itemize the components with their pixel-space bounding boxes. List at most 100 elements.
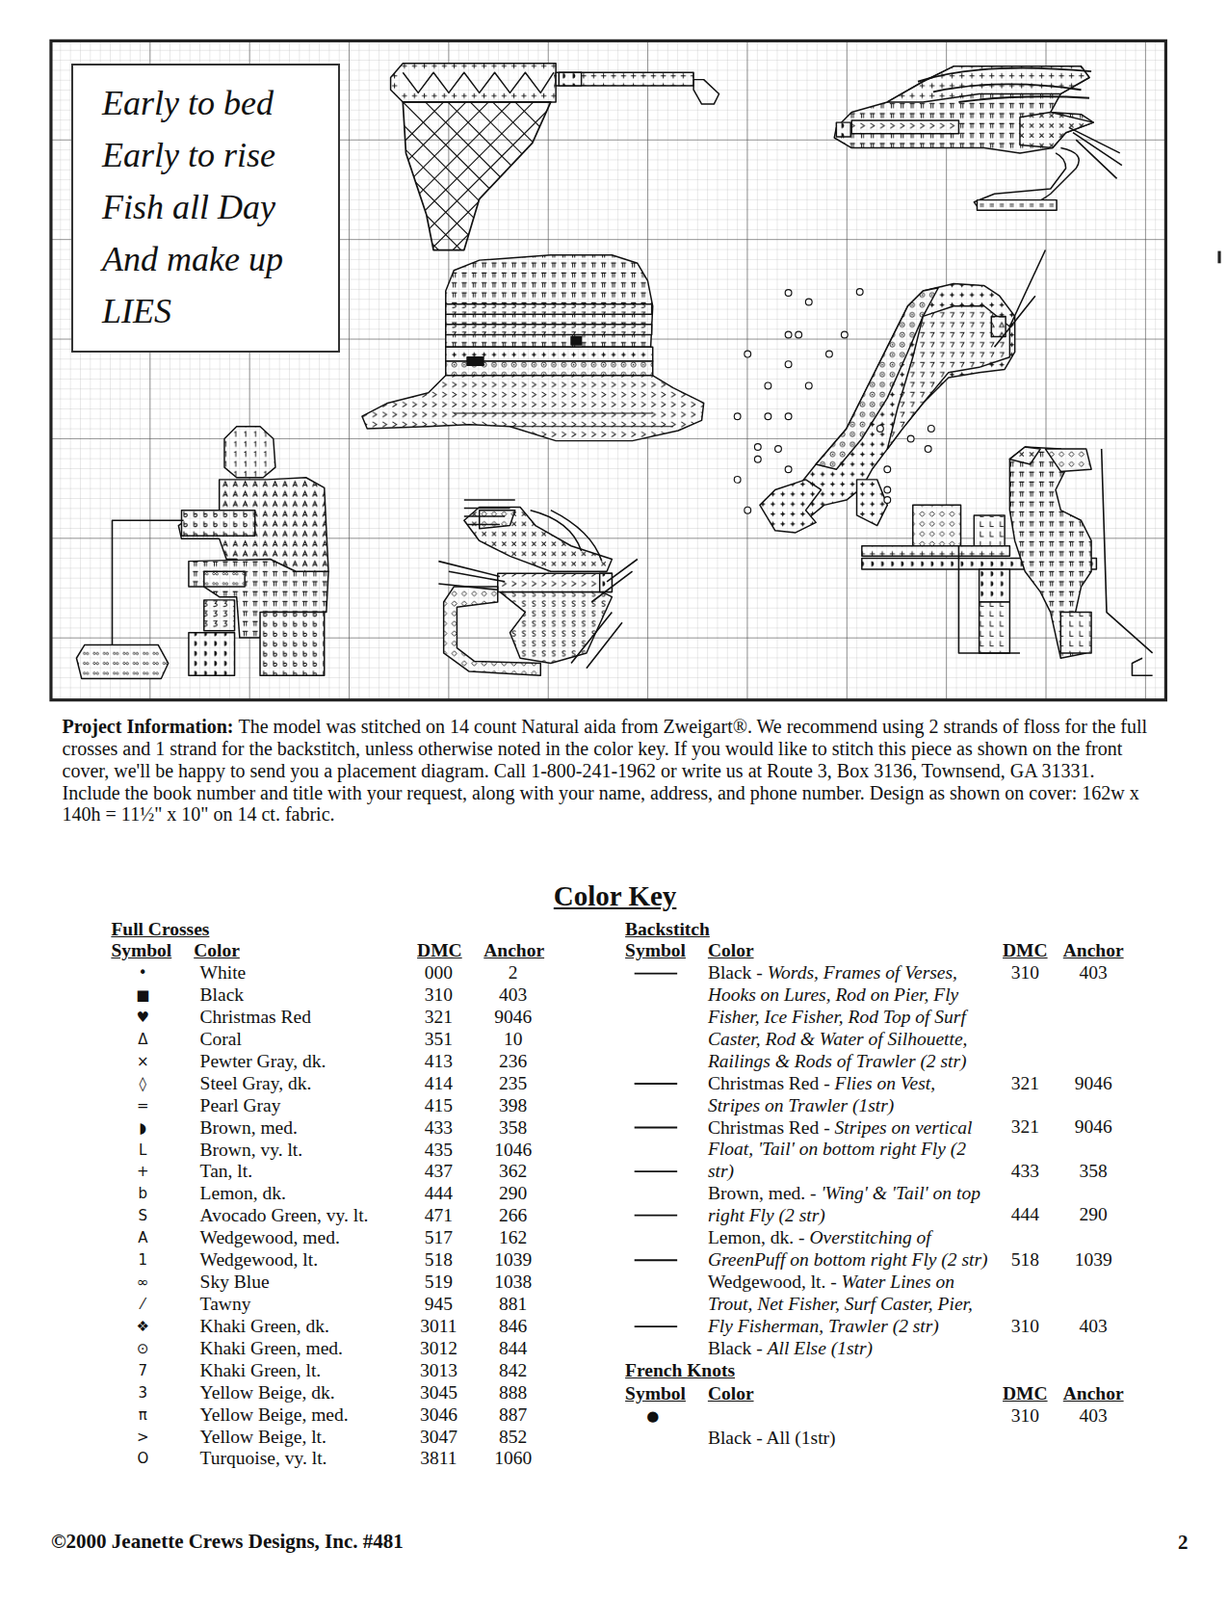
color-name: Sky Blue bbox=[200, 1271, 270, 1294]
key-title: Color Key bbox=[553, 879, 678, 913]
color-name: Tawny bbox=[200, 1293, 252, 1316]
dmc-number: 3045 bbox=[419, 1382, 458, 1405]
anchor-number: 403 bbox=[498, 984, 527, 1007]
lure-motif bbox=[834, 66, 1123, 210]
chart-polygon bbox=[479, 510, 516, 529]
stitch-symbol: ● bbox=[646, 1405, 659, 1428]
stitch-use: All Else (1str) bbox=[767, 1337, 873, 1359]
chart-circle bbox=[784, 289, 792, 297]
color-name: Brown, med. bbox=[200, 1117, 298, 1140]
chart-grid bbox=[51, 40, 1166, 700]
chart-g bbox=[290, 102, 669, 256]
color-name: Yellow Beige, dk. bbox=[200, 1382, 336, 1405]
color-name: Yellow Beige, lt. bbox=[200, 1426, 327, 1449]
hat-motif bbox=[362, 255, 705, 442]
chart-circle bbox=[795, 331, 803, 339]
color-name: Black - bbox=[707, 1337, 763, 1359]
chart-rect bbox=[976, 200, 1057, 211]
chart-polygon bbox=[1019, 112, 1094, 149]
dmc-number: 413 bbox=[424, 1050, 453, 1073]
chart-rect bbox=[51, 40, 1166, 700]
pier-motif bbox=[862, 446, 1153, 676]
anchor-number: 235 bbox=[498, 1072, 527, 1096]
anchor-number: 9046 bbox=[494, 1006, 532, 1029]
dmc-number: 310 bbox=[1011, 962, 1040, 985]
dmc-number: 415 bbox=[424, 1095, 453, 1118]
project-info: Project Information:The model was stitch… bbox=[62, 715, 1157, 827]
chart-circle bbox=[805, 382, 812, 390]
section-heading: French Knots bbox=[625, 1359, 735, 1383]
chart-circle bbox=[784, 331, 792, 339]
chart-path bbox=[402, 72, 554, 93]
chart-polygon bbox=[499, 591, 612, 663]
chart-circle bbox=[884, 466, 891, 473]
color-name: Wedgewood, lt. - bbox=[707, 1271, 837, 1292]
chart-rect bbox=[497, 573, 613, 592]
chart-path bbox=[290, 102, 669, 256]
dmc-number: 3811 bbox=[419, 1447, 457, 1470]
anchor-number: 398 bbox=[498, 1095, 527, 1118]
stitch-symbol: > bbox=[136, 1426, 150, 1449]
dmc-number: 517 bbox=[424, 1227, 453, 1250]
anchor-number: 852 bbox=[498, 1426, 527, 1449]
color-name: Pewter Gray, dk. bbox=[200, 1050, 327, 1073]
verse-box: Early to bed Early to rise Fish all Day … bbox=[71, 63, 340, 353]
color-name: Christmas Red - bbox=[707, 1072, 831, 1094]
chart-circle bbox=[826, 350, 834, 358]
stitch-symbol: ∞ bbox=[136, 1271, 150, 1294]
net-motif bbox=[290, 63, 720, 256]
anchor-number: 1038 bbox=[494, 1271, 532, 1294]
dmc-number: 310 bbox=[1011, 1315, 1040, 1338]
section-heading: Backstitch bbox=[625, 918, 710, 941]
section-heading: Full Crosses bbox=[110, 918, 210, 941]
dmc-number: 000 bbox=[424, 962, 453, 985]
color-name: Wedgewood, med. bbox=[200, 1227, 340, 1250]
info-heading: Project Information: bbox=[62, 715, 235, 737]
chart-rect bbox=[204, 571, 245, 587]
dmc-number: 433 bbox=[1011, 1160, 1040, 1183]
color-name: Khaki Green, lt. bbox=[200, 1359, 322, 1383]
anchor-number: 290 bbox=[1079, 1203, 1108, 1227]
chart-polygon bbox=[887, 306, 1010, 449]
anchor-number: 844 bbox=[498, 1337, 527, 1360]
anchor-number: 2 bbox=[508, 962, 519, 985]
ice-fisher-motif bbox=[76, 426, 329, 680]
chart-polygon bbox=[76, 644, 168, 679]
dmc-number: 433 bbox=[424, 1117, 453, 1140]
edge-mark bbox=[1217, 251, 1221, 264]
chart-path bbox=[993, 250, 1046, 348]
column-heading: Anchor bbox=[483, 940, 545, 963]
chart-line bbox=[634, 1214, 678, 1217]
chart-rect bbox=[51, 40, 1166, 700]
column-heading: Color bbox=[707, 1383, 755, 1406]
chart-path bbox=[958, 448, 1152, 676]
color-name: Pearl Gray bbox=[200, 1095, 282, 1118]
stitch-symbol: ♥ bbox=[136, 1006, 150, 1029]
dmc-number: 471 bbox=[424, 1204, 453, 1228]
chart-rect bbox=[400, 72, 554, 93]
color-name: Black - bbox=[707, 962, 763, 983]
chart-path bbox=[290, 102, 669, 256]
chart-rect bbox=[851, 120, 959, 134]
dmc-number: 518 bbox=[424, 1249, 453, 1272]
column-heading: Symbol bbox=[625, 1383, 686, 1406]
color-name: Turquoise, vy. lt. bbox=[200, 1447, 328, 1470]
anchor-number: 887 bbox=[498, 1404, 527, 1427]
anchor-number: 846 bbox=[498, 1315, 527, 1338]
stitch-symbol: Δ bbox=[137, 1028, 148, 1051]
chart-rect bbox=[260, 612, 325, 677]
backstitch-entry: Christmas Red -Flies on Vest, Stripes on… bbox=[707, 1072, 990, 1118]
anchor-number: 266 bbox=[498, 1204, 527, 1228]
chart-circle bbox=[775, 445, 783, 453]
chart-circle bbox=[924, 445, 932, 453]
chart-path bbox=[111, 520, 183, 654]
chart-polygon bbox=[1009, 446, 1092, 658]
stitch-symbol: b bbox=[138, 1182, 149, 1205]
column-heading: Anchor bbox=[1063, 1383, 1124, 1406]
chart-polygon bbox=[391, 63, 557, 103]
chart-rect bbox=[862, 546, 1011, 557]
chart-rect bbox=[445, 304, 653, 315]
chart-circle bbox=[927, 425, 935, 433]
stitch-symbol: + bbox=[136, 1160, 150, 1183]
stitch-symbol: 1 bbox=[138, 1249, 149, 1272]
